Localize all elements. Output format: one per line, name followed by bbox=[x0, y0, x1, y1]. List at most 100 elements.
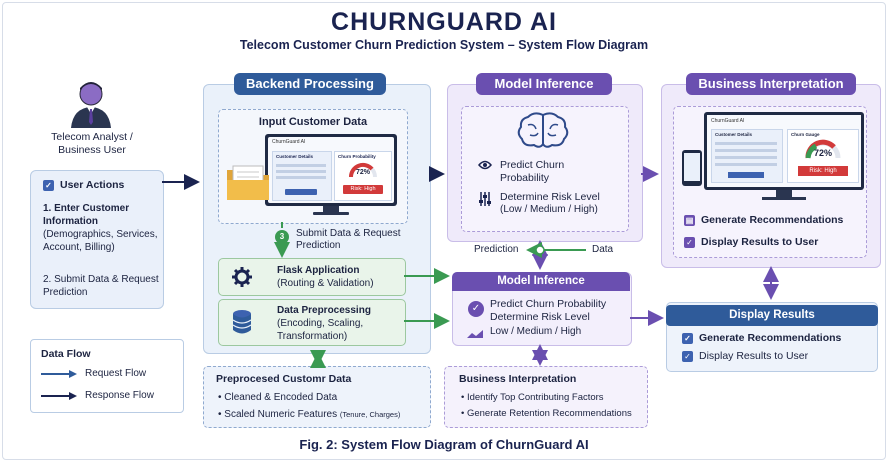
results-monitor: ChurnGuard AI Customer Details Churn Gau… bbox=[704, 112, 864, 190]
prep-title: Data Preprocessing bbox=[277, 305, 371, 316]
sliders-icon bbox=[479, 192, 491, 206]
business-bottom-item2: • Generate Retention Recommendations bbox=[461, 408, 632, 421]
user-actions-header-label: User Actions bbox=[60, 179, 125, 191]
business-bottom-item2-label: Generate Retention Recommendations bbox=[466, 408, 632, 419]
bullet-icon: • bbox=[218, 409, 225, 420]
results-mock-gauge-card: Churn Gauge 72% Risk: High bbox=[787, 129, 859, 183]
mock-app-name: ChurnGuard AI bbox=[272, 139, 306, 145]
check-circle-icon: ✓ bbox=[468, 301, 484, 317]
business-interp-bottom-box: Business Interpretation • Identify Top C… bbox=[444, 366, 648, 428]
model-mid-risk-detail: Low / Medium / High bbox=[490, 326, 582, 337]
business-interp-top-header: Business Interpretation bbox=[686, 73, 856, 95]
junction-node bbox=[535, 245, 545, 255]
bullet-icon: • bbox=[218, 392, 225, 403]
database-icon bbox=[232, 310, 252, 334]
results-mock-risk: Risk: High bbox=[798, 166, 848, 176]
display-results-item1: ✓ Generate Recommendations bbox=[682, 332, 841, 345]
results-monitor-screen: ChurnGuard AI Customer Details Churn Gau… bbox=[707, 115, 861, 187]
gear-icon bbox=[232, 267, 252, 287]
preprocessing-box: Data Preprocessing (Encoding, Scaling, T… bbox=[218, 299, 406, 346]
preprocessed-item2-label: Scaled Numeric Features bbox=[224, 409, 338, 420]
results-mock-app: ChurnGuard AI bbox=[711, 118, 745, 124]
results-mock-summary: Customer Details bbox=[715, 132, 753, 137]
input-monitor: ChurnGuard AI Customer Details Churn Pro… bbox=[265, 134, 397, 206]
prediction-label: Prediction bbox=[474, 244, 519, 255]
results-mock-summary-card: Customer Details bbox=[711, 129, 783, 183]
step2-label: 2. Submit Data & Request Prediction bbox=[43, 274, 159, 298]
preprocessed-item1: • Cleaned & Encoded Data bbox=[218, 392, 337, 405]
preprocessed-item1-label: Cleaned & Encoded Data bbox=[224, 392, 338, 403]
backend-header: Backend Processing bbox=[234, 73, 386, 95]
model-inference-top-inner bbox=[461, 106, 629, 232]
step1-title: 1. Enter Customer Information bbox=[43, 203, 130, 227]
input-data-title: Input Customer Data bbox=[258, 116, 368, 128]
business-bottom-item1: • Identify Top Contributing Factors bbox=[461, 392, 604, 405]
model-top-risk-detail: (Low / Medium / High) bbox=[500, 204, 598, 215]
results-monitor-base bbox=[762, 197, 806, 200]
business-top-rec-label: Generate Recommendations bbox=[701, 214, 844, 226]
model-top-risk: Determine Risk Level bbox=[500, 191, 600, 203]
mock-risk: Risk: High bbox=[343, 185, 383, 194]
monitor-base bbox=[313, 212, 349, 215]
legend-response: Response Flow bbox=[85, 390, 154, 401]
submit-step-label: Submit Data & Request Prediction bbox=[296, 228, 401, 251]
business-bottom-item1-label: Identify Top Contributing Factors bbox=[466, 392, 604, 403]
results-monitor-stand bbox=[776, 190, 792, 197]
user-actions-icon: ✓ bbox=[43, 179, 54, 191]
monitor-stand bbox=[323, 206, 339, 212]
business-top-display: ✓Display Results to User bbox=[684, 236, 818, 249]
results-gauge-icon bbox=[805, 139, 841, 159]
model-mid-predict: Predict Churn Probability bbox=[490, 298, 607, 310]
prep-detail: (Encoding, Scaling, Transformation) bbox=[277, 318, 364, 342]
display-results-item2: ✓ Display Results to User bbox=[682, 350, 808, 363]
chart-icon bbox=[467, 330, 483, 338]
mock-pct: 72% bbox=[355, 169, 370, 176]
preprocessed-data-box: Preprocesed Customr Data • Cleaned & Enc… bbox=[203, 366, 431, 428]
brain-icon bbox=[517, 112, 569, 148]
model-mid-risk: Determine Risk Level bbox=[490, 311, 590, 323]
phone-icon bbox=[682, 150, 702, 186]
user-actions-header: ✓ User Actions bbox=[43, 179, 124, 192]
user-avatar bbox=[68, 78, 114, 128]
legend-title: Data Flow bbox=[41, 348, 91, 360]
user-actions-panel: ✓ User Actions 1. Enter Customer Informat… bbox=[30, 170, 164, 309]
mock-details-label: Customer Details bbox=[276, 154, 314, 159]
data-label: Data bbox=[592, 244, 614, 255]
flask-detail: (Routing & Validation) bbox=[277, 278, 374, 289]
check-icon: ▤ bbox=[684, 214, 695, 226]
check-icon: ✓ bbox=[682, 332, 693, 344]
user-role-label: Telecom Analyst / Business User bbox=[51, 131, 133, 156]
figure-caption: Fig. 2: System Flow Diagram of ChurnGuar… bbox=[299, 437, 589, 452]
folder-icon bbox=[227, 165, 269, 200]
preprocessed-title: Preprocesed Customr Data bbox=[216, 373, 352, 385]
flask-app-box: Flask Application (Routing & Validation) bbox=[218, 258, 406, 296]
submit-step-badge: 3 bbox=[275, 230, 289, 244]
flask-title: Flask Application bbox=[277, 265, 360, 276]
mock-details-card: Customer Details bbox=[272, 151, 332, 201]
model-top-predict: Predict Churn Probability bbox=[500, 159, 565, 184]
gauge-icon bbox=[348, 162, 377, 178]
legend-request: Request Flow bbox=[85, 368, 147, 379]
results-mock-pct: 72% bbox=[813, 148, 832, 158]
business-top-rec: ▤ Generate Recommendations bbox=[684, 214, 843, 227]
preprocessed-item2-note: (Tenure, Charges) bbox=[339, 410, 401, 419]
step1-detail: (Demographics, Services, Account, Billin… bbox=[43, 229, 158, 253]
bullet-icon: • bbox=[461, 408, 467, 419]
mock-prob-label: Churn Probability bbox=[338, 154, 376, 159]
request-flow-arrow-icon bbox=[41, 370, 77, 378]
check-icon: ✓ bbox=[682, 350, 693, 362]
business-top-display-label: Display Results to User bbox=[701, 236, 819, 248]
business-user-icon bbox=[71, 82, 111, 128]
page-title: CHURNGUARD AI bbox=[331, 8, 557, 36]
eye-icon bbox=[478, 160, 492, 170]
display-results-item1-label: Generate Recommendations bbox=[699, 332, 842, 344]
response-flow-arrow-icon bbox=[41, 392, 77, 400]
model-inference-top-header: Model Inference bbox=[476, 73, 612, 95]
display-results-item2-label: Display Results to User bbox=[699, 350, 809, 362]
preprocessed-item2: • Scaled Numeric Features (Tenure, Charg… bbox=[218, 409, 400, 422]
business-bottom-title: Business Interpretation bbox=[459, 373, 577, 385]
page-subtitle: Telecom Customer Churn Prediction System… bbox=[239, 38, 649, 52]
input-data-box: Input Customer Data ChurnGuard AI Custom… bbox=[218, 109, 408, 224]
